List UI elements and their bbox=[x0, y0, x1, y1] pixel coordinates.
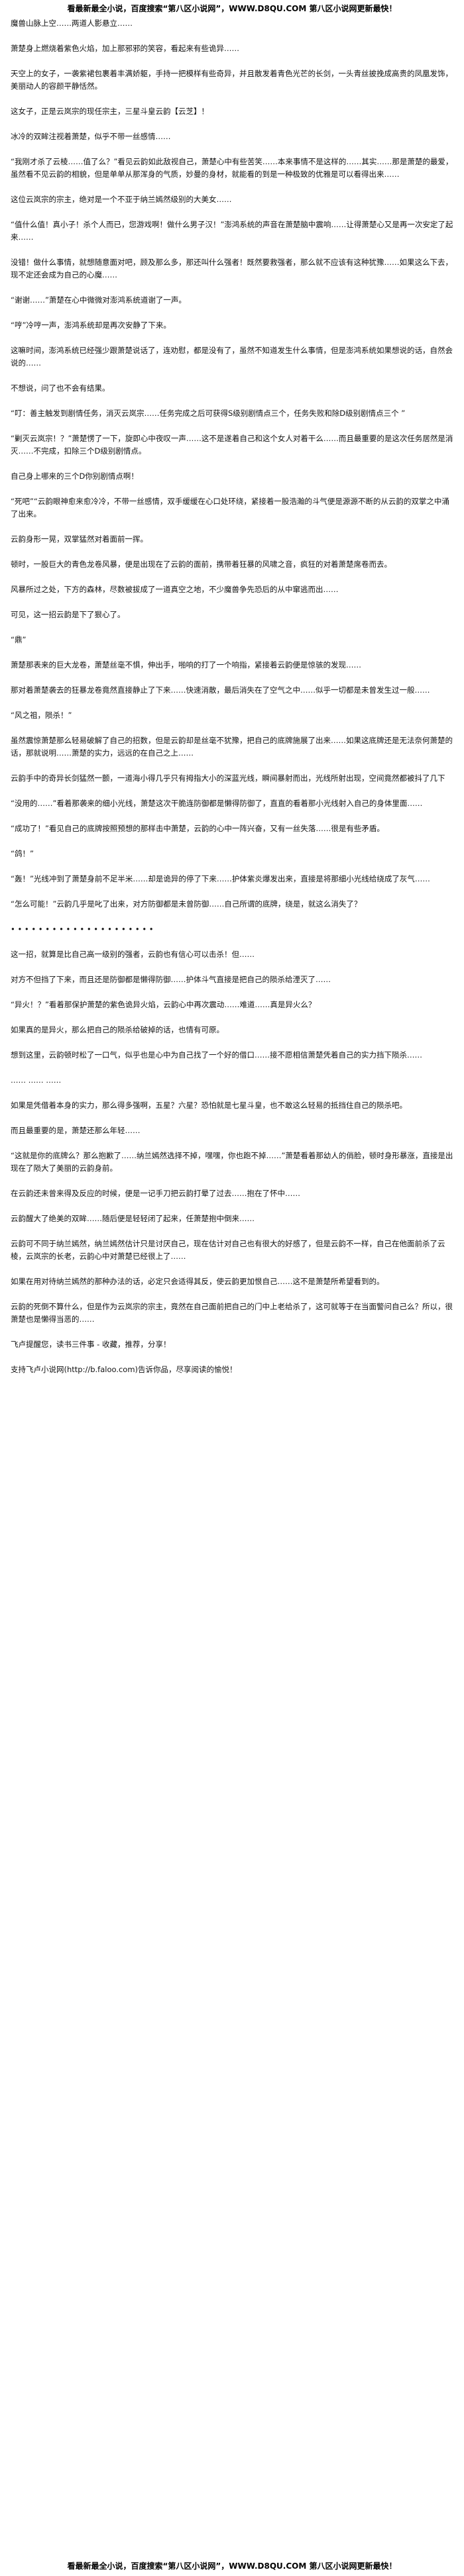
paragraph: “哼”冷哼一声，澎鸿系统却是再次安静了下来。 bbox=[11, 321, 171, 330]
paragraph: “怎么可能！”云韵几乎是叱了出来，对方防御都是未曾防御……自己所谓的底牌，绕是，… bbox=[11, 899, 362, 909]
paragraph: 云韵身形一晃，双掌猛然对着面前一挥。 bbox=[11, 534, 148, 544]
paragraph: 可见，这一招云韵是下了狠心了。 bbox=[11, 610, 125, 619]
paragraph: 如果真的是异火，那么把自己的陨杀给破掉的话，也情有可原。 bbox=[11, 1025, 224, 1034]
paragraph: “我刚才杀了云棱……值了么？”看见云韵如此敌视自己，萧楚心中有些苦笑……本来事情… bbox=[11, 157, 453, 179]
paragraph: 在云韵还未曾来得及反应的时候，便是一记手刀把云韵打晕了过去……抱在了怀中…… bbox=[11, 1189, 300, 1198]
paragraph: 支持飞卢小说网(http://b.faloo.com)告诉你品，尽享阅读的愉悦！ bbox=[11, 1365, 237, 1374]
paragraph: 这位云岚宗的宗主，绝对是一个不亚于纳兰嫣然级别的大美女…… bbox=[11, 195, 232, 204]
paragraph: 对方不但挡了下来，而且还是防御都是懒得防御……护体斗气直接是把自己的陨杀给湮灭了… bbox=[11, 975, 331, 984]
paragraph: “值什么值！真小子！杀个人而已，您游戏啊！做什么男子汉！”澎鸿系统的声音在萧楚脑… bbox=[11, 220, 453, 242]
paragraph: 自己身上哪来的三个D你别剧情点啊！ bbox=[11, 471, 139, 481]
paragraph: “风之祖，陨杀！” bbox=[11, 711, 72, 720]
paragraph: “成功了！”看见自己的底牌按照预想的那样击中萧楚，云韵的心中一阵兴奋，又有一丝失… bbox=[11, 824, 384, 833]
paragraph: 魔兽山脉上空……两道人影悬立…… bbox=[11, 19, 133, 28]
paragraph: “没用的……”看着那袭来的细小光线，萧楚这次干脆连防御都是懒得防御了，直直的看着… bbox=[11, 799, 423, 808]
paragraph: • • • • • • • • • • • • • • • • • • • • … bbox=[11, 924, 154, 934]
chapter-content: 魔兽山脉上空……两道人影悬立…… 萧楚身上燃烧着紫色火焰，加上那邪邪的笑容，看起来… bbox=[11, 17, 453, 1389]
paragraph: 这嘛时间，澎鸿系统已经强少跟萧楚说话了，连劝慰，都是没有了，虽然不知道发生什么事… bbox=[11, 346, 453, 368]
paragraph: “死吧”“云韵眼神愈来愈冷冷，不带一丝感情，双手缓缓在心口处环绕，紧接着一股浩瀚… bbox=[11, 497, 449, 519]
paragraph: 如果在用对待纳兰嫣然的那种办法的话，必定只会适得其反，使云韵更加恨自己……这不是… bbox=[11, 1277, 384, 1286]
paragraph: 不想说，问了也不会有结果。 bbox=[11, 383, 110, 393]
paragraph: 云韵可不同于纳兰嫣然，纳兰嫣然估计只是讨厌自己，现在估计对自己也有很大的好感了，… bbox=[11, 1239, 445, 1261]
paragraph: “剿灭云岚宗！？”萧楚愣了一下，旋即心中夜叹一声……这不是遂着自己和这个女人对着… bbox=[11, 434, 453, 456]
paragraph: “异火！？”看着那保护萧楚的紫色诡异火焰，云韵心中再次震动……难道……真是异火么… bbox=[11, 1000, 316, 1009]
site-banner-top[interactable]: 看最新最全小说，百度搜索“第八区小说网”，WWW.D8QU.COM 第八区小说网… bbox=[67, 4, 397, 13]
paragraph: 这女子，正是云岚宗的现任宗主，三星斗皇云韵【云芝】！ bbox=[11, 107, 209, 116]
paragraph: …… …… …… bbox=[11, 1075, 62, 1085]
paragraph: 云韵的死倒不算什么，但是作为云岚宗的宗主，竟然在自己面前把自己的门中上老给杀了，… bbox=[11, 1302, 453, 1324]
paragraph: 想到这里，云韵顿时松了一口气，似乎也是心中为自己找了一个好的借口……接不愿相信萧… bbox=[11, 1050, 422, 1060]
paragraph: 这一招，就算是比自己高一级别的强者，云韵也有信心可以击杀！但…… bbox=[11, 950, 255, 959]
paragraph: “谢谢……”萧楚在心中微微对澎鸿系统道谢了一声。 bbox=[11, 295, 186, 305]
paragraph: “轰！”光线冲到了萧楚身前不足半米……却是诡异的停了下来……护体紫炎爆发出来，直… bbox=[11, 874, 430, 883]
paragraph: 那对着萧楚袭去的狂暴龙卷竟然直接静止了下来……快速消散，最后消失在了空气之中……… bbox=[11, 685, 430, 695]
paragraph: 冰冷的双眸注视着萧楚，似乎不带一丝感情…… bbox=[11, 132, 171, 141]
paragraph: 顿时，一股巨大的青色龙卷风暴，便是出现在了云韵的面前，携带着狂暴的风啸之音，疯狂… bbox=[11, 560, 392, 569]
paragraph: 萧楚身上燃烧着紫色火焰，加上那邪邪的笑容，看起来有些诡异…… bbox=[11, 44, 239, 53]
paragraph: “鼎” bbox=[11, 635, 27, 644]
paragraph: 风暴所过之处，下方的森林，尽数被拔成了一道真空之地，不少魔兽争先恐后的从中窜逃而… bbox=[11, 585, 339, 594]
paragraph: 萧楚那表来的巨大龙卷，萧楚丝毫不惧，伸出手，啪响的打了一个响指，紧接着云韵便是惊… bbox=[11, 660, 361, 669]
paragraph: 天空上的女子，一袭紫裙包裹着丰满娇躯，手持一把模样有些奇异，并且散发着青色光芒的… bbox=[11, 69, 453, 91]
paragraph: 云韵手中的奇异长剑猛然一颤，一道海小得几乎只有拇指大小的深蓝光线，瞬间暴射而出，… bbox=[11, 773, 445, 783]
paragraph: “鸽！” bbox=[11, 849, 34, 858]
paragraph: 而且最重要的是，萧楚还那么年轻…… bbox=[11, 1126, 141, 1135]
paragraph: 飞卢提醒您，读书三件事 - 收藏，推荐，分享！ bbox=[11, 1340, 171, 1349]
paragraph: “这就是你的底牌么？那么抱歉了……纳兰嫣然选择不掉，嘿嘿，你也跑不掉……”萧楚看… bbox=[11, 1151, 453, 1173]
paragraph: 云韵醒大了绝美的双眸……随后便是轻轻闭了起来，任萧楚抱中倒来…… bbox=[11, 1214, 255, 1223]
paragraph: 没错！做什么事情，就想随意面对吧，顾及那么多，那还叫什么强者！既然要救强者，那么… bbox=[11, 258, 453, 279]
paragraph: “叮：善主触发到剧情任务，消灭云岚宗……任务完成之后可获得S级别剧情点三个，任务… bbox=[11, 409, 406, 418]
site-banner-bottom[interactable]: 看最新最全小说，百度搜索“第八区小说网”，WWW.D8QU.COM 第八区小说网… bbox=[67, 2561, 397, 2571]
paragraph: 虽然震惊萧楚那么轻易破解了自己的招数，但是云韵却是丝毫不犹豫，把自己的底牌施展了… bbox=[11, 736, 453, 758]
paragraph: 如果是凭借着本身的实力，那么得多强啊，五星？六星？恐怕就是七星斗皇，也不敢这么轻… bbox=[11, 1101, 407, 1110]
